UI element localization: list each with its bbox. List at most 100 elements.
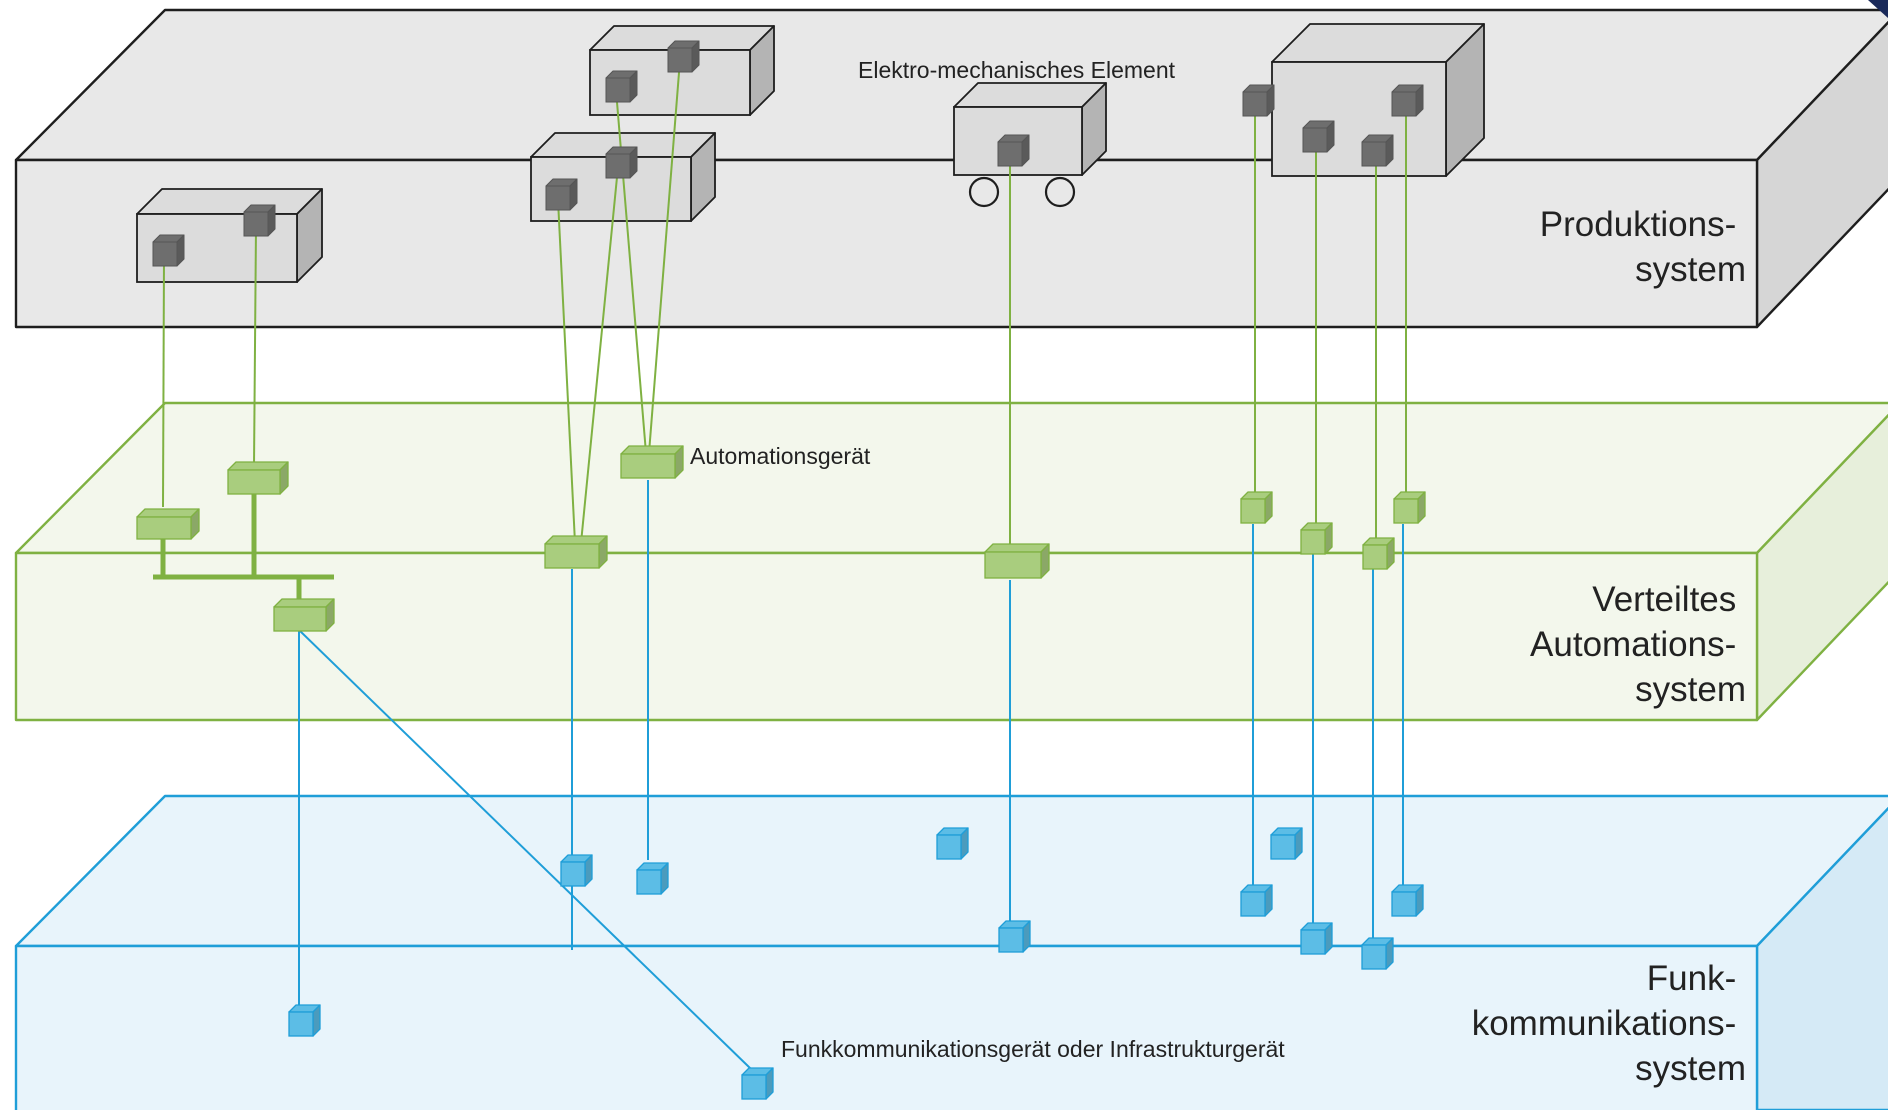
sensor-11-front xyxy=(1391,91,1417,117)
sensor-8-front xyxy=(1242,91,1268,117)
radio-device-2 xyxy=(560,854,593,887)
sensor-3 xyxy=(545,178,578,211)
sensor-4-front xyxy=(605,153,631,179)
radio-device-3-front xyxy=(636,869,662,895)
sensor-10 xyxy=(1361,134,1394,167)
radio-device-6-front xyxy=(998,927,1024,953)
automation-device-4 xyxy=(544,535,608,569)
automation-device-3-top xyxy=(273,598,335,608)
production-link-1 xyxy=(162,255,165,508)
automation-device-4-front xyxy=(544,543,600,569)
radio-layer-label-line1: Funk- xyxy=(1647,959,1736,998)
production-layer-label: Produktions- system xyxy=(1540,205,1746,289)
automation-device-7 xyxy=(1240,491,1273,524)
callout-radio-device: Funkkommunikationsgerät oder Infrastrukt… xyxy=(781,1036,1285,1062)
automation-layer: Verteiltes Automations- system xyxy=(14,401,1888,722)
automation-layer-top xyxy=(14,401,1888,555)
production-link-6 xyxy=(648,59,681,454)
automation-device-6-top xyxy=(984,543,1050,553)
automation-device-6 xyxy=(984,543,1050,579)
radio-layer-label-line3: system xyxy=(1635,1049,1746,1088)
automation-device-1-front xyxy=(136,516,192,540)
sensor-4 xyxy=(605,146,638,179)
sensor-8 xyxy=(1242,84,1275,117)
callout-automation-device: Automationsgerät xyxy=(690,443,871,469)
sensor-7 xyxy=(997,134,1030,167)
automation-device-10 xyxy=(1393,491,1426,524)
radio-device-7-front xyxy=(1240,891,1266,917)
automation-device-5-front xyxy=(620,453,676,479)
production-layer-label-line1: Produktions- xyxy=(1540,205,1736,244)
sensor-2-front xyxy=(243,211,269,237)
wheel-left xyxy=(968,176,1000,208)
automation-device-7-front xyxy=(1240,498,1266,524)
radio-device-5 xyxy=(936,827,969,860)
callout-element: Elektro-mechanisches Element xyxy=(858,57,1176,83)
automation-device-10-front xyxy=(1393,498,1419,524)
machine-5-front xyxy=(1271,61,1447,177)
automation-device-2-front xyxy=(227,469,281,495)
radio-layer-top xyxy=(14,794,1888,948)
radio-device-1 xyxy=(288,1004,321,1037)
radio-device-1-front xyxy=(288,1011,314,1037)
production-link-3 xyxy=(557,199,576,544)
radio-device-7 xyxy=(1240,884,1273,917)
sensor-5 xyxy=(605,70,638,103)
wheel-right xyxy=(1044,176,1076,208)
sensor-2 xyxy=(243,204,276,237)
automation-device-9 xyxy=(1362,537,1395,570)
radio-device-8-front xyxy=(1270,834,1296,860)
sensor-5-front xyxy=(605,77,631,103)
production-link-2 xyxy=(253,225,257,467)
machine-4-electro-mechanical xyxy=(953,82,1107,176)
sensor-9 xyxy=(1302,120,1335,153)
automation-device-2 xyxy=(227,461,289,495)
automation-device-3-front xyxy=(273,606,327,632)
radio-device-9-front xyxy=(1300,929,1326,955)
automation-device-4-top xyxy=(544,535,608,545)
radio-device-4-front xyxy=(741,1074,767,1100)
sensor-3-front xyxy=(545,185,571,211)
automation-devices xyxy=(136,445,1426,632)
radio-device-10-front xyxy=(1361,944,1387,970)
radio-device-2-front xyxy=(560,861,586,887)
radio-device-4 xyxy=(741,1067,774,1100)
automation-device-6-front xyxy=(984,551,1042,579)
automation-device-8 xyxy=(1300,522,1333,555)
sensors xyxy=(152,40,1424,267)
radio-device-9 xyxy=(1300,922,1333,955)
sensor-11 xyxy=(1391,84,1424,117)
corner-accent xyxy=(1868,0,1888,18)
radio-device-11-front xyxy=(1391,891,1417,917)
sensor-6 xyxy=(667,40,700,73)
automation-device-8-front xyxy=(1300,529,1326,555)
automation-device-1 xyxy=(136,508,200,540)
production-layer-top xyxy=(14,8,1888,162)
sensor-9-front xyxy=(1302,127,1328,153)
radio-layer-label: Funk- kommunikations- system xyxy=(1472,959,1746,1088)
automation-device-5 xyxy=(620,445,684,479)
radio-device-6 xyxy=(998,920,1031,953)
automation-layer-label-line1: Verteiltes xyxy=(1592,580,1736,619)
radio-device-11 xyxy=(1391,884,1424,917)
production-layer-label-line2: system xyxy=(1635,250,1746,289)
radio-link-2 xyxy=(298,629,752,1070)
sensor-1 xyxy=(152,234,185,267)
radio-device-8 xyxy=(1270,827,1303,860)
automation-device-1-top xyxy=(136,508,200,518)
sensor-6-front xyxy=(667,47,693,73)
automation-device-3 xyxy=(273,598,335,632)
automation-device-9-front xyxy=(1362,544,1388,570)
radio-device-5-front xyxy=(936,834,962,860)
sensor-7-front xyxy=(997,141,1023,167)
automation-layer-label-line2: Automations- xyxy=(1530,625,1736,664)
machine-4-electro-mechanical-top xyxy=(953,82,1107,108)
automation-layer-label-line3: system xyxy=(1635,670,1746,709)
radio-device-3 xyxy=(636,862,669,895)
automation-device-2-top xyxy=(227,461,289,471)
sensor-1-front xyxy=(152,241,178,267)
machine-1-top xyxy=(136,188,323,215)
automation-layer-label: Verteiltes Automations- system xyxy=(1530,580,1746,709)
radio-device-10 xyxy=(1361,937,1394,970)
